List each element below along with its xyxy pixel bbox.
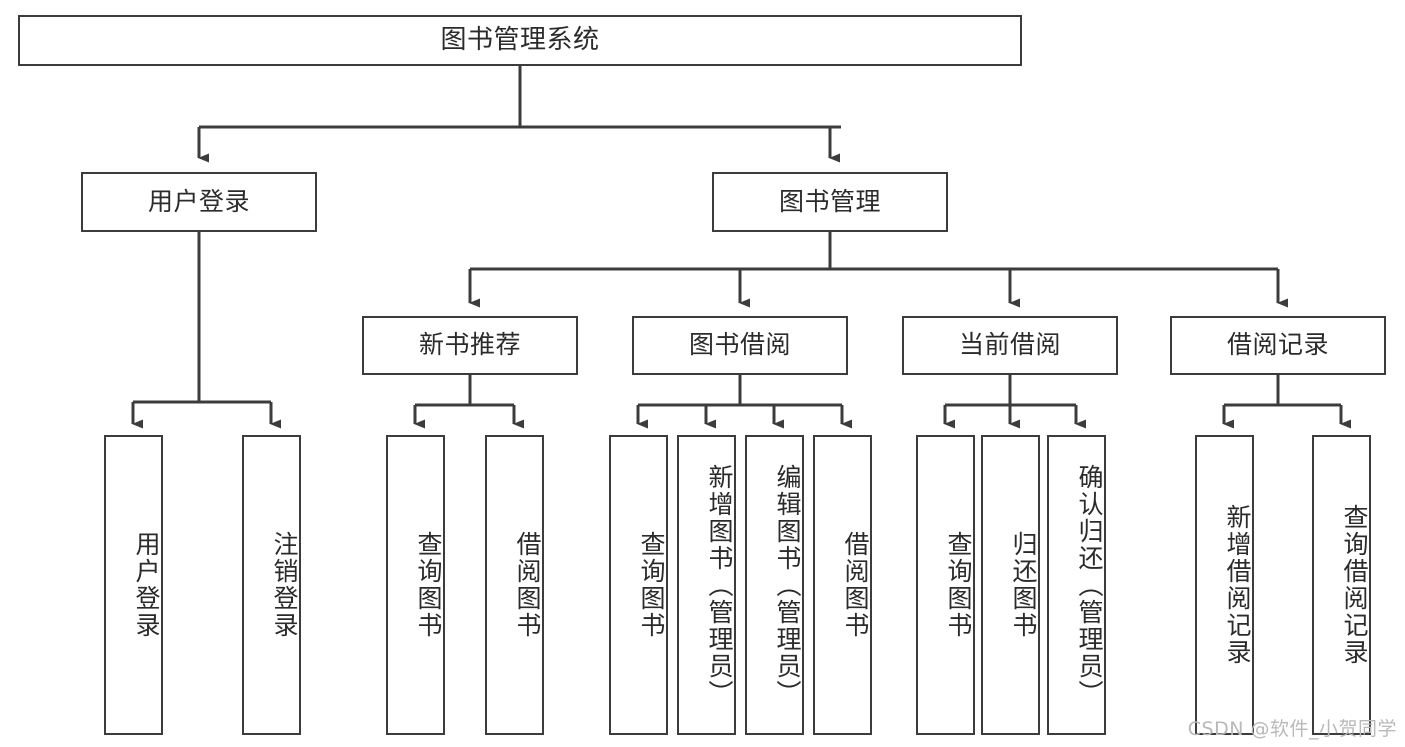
- node-leaf-borrow-book-1[interactable]: 借阅图书: [485, 435, 544, 735]
- node-label: 归还图书: [1009, 531, 1038, 639]
- node-label: 查询图书: [414, 531, 443, 639]
- node-label: 新增图书（管理员）: [705, 463, 734, 707]
- node-leaf-add-record[interactable]: 新增借阅记录: [1195, 435, 1254, 735]
- node-borrow-record[interactable]: 借阅记录: [1170, 316, 1386, 375]
- node-label: 当前借阅: [958, 330, 1061, 360]
- node-label: 借阅图书: [513, 531, 542, 639]
- node-label: 用户登录: [147, 186, 250, 216]
- watermark: CSDN @软件_小贺同学: [1187, 718, 1397, 740]
- node-user-login[interactable]: 用户登录: [81, 172, 317, 232]
- node-leaf-query-book-3[interactable]: 查询图书: [916, 435, 975, 735]
- node-current-borrow[interactable]: 当前借阅: [902, 316, 1118, 375]
- node-leaf-return-book[interactable]: 归还图书: [981, 435, 1040, 735]
- node-label: 图书管理系统: [440, 24, 600, 55]
- node-label: 图书借阅: [688, 330, 791, 360]
- node-label: 借阅图书: [841, 531, 870, 639]
- node-leaf-query-record[interactable]: 查询借阅记录: [1312, 435, 1371, 735]
- node-leaf-user-login[interactable]: 用户登录: [104, 435, 163, 735]
- node-leaf-edit-book[interactable]: 编辑图书（管理员）: [745, 435, 804, 735]
- node-label: 新增借阅记录: [1223, 504, 1252, 666]
- node-leaf-user-logout[interactable]: 注销登录: [242, 435, 301, 735]
- node-label: 借阅记录: [1226, 330, 1329, 360]
- node-label: 用户登录: [132, 531, 161, 639]
- node-new-book-recommend[interactable]: 新书推荐: [362, 316, 578, 375]
- node-label: 新书推荐: [418, 330, 521, 360]
- node-leaf-query-book-1[interactable]: 查询图书: [386, 435, 445, 735]
- node-label: 编辑图书（管理员）: [773, 463, 802, 707]
- node-label: 查询图书: [944, 531, 973, 639]
- node-label: 注销登录: [270, 531, 299, 639]
- node-label: 查询图书: [637, 531, 666, 639]
- node-leaf-borrow-book-2[interactable]: 借阅图书: [813, 435, 872, 735]
- node-label: 确认归还（管理员）: [1075, 463, 1104, 707]
- node-leaf-query-book-2[interactable]: 查询图书: [609, 435, 668, 735]
- node-book-borrow[interactable]: 图书借阅: [632, 316, 848, 375]
- node-label: 图书管理: [778, 186, 881, 216]
- node-leaf-add-book[interactable]: 新增图书（管理员）: [677, 435, 736, 735]
- node-leaf-confirm-return[interactable]: 确认归还（管理员）: [1047, 435, 1106, 735]
- node-root-book-management-system[interactable]: 图书管理系统: [18, 15, 1022, 66]
- node-book-management[interactable]: 图书管理: [712, 172, 948, 232]
- node-label: 查询借阅记录: [1340, 504, 1369, 666]
